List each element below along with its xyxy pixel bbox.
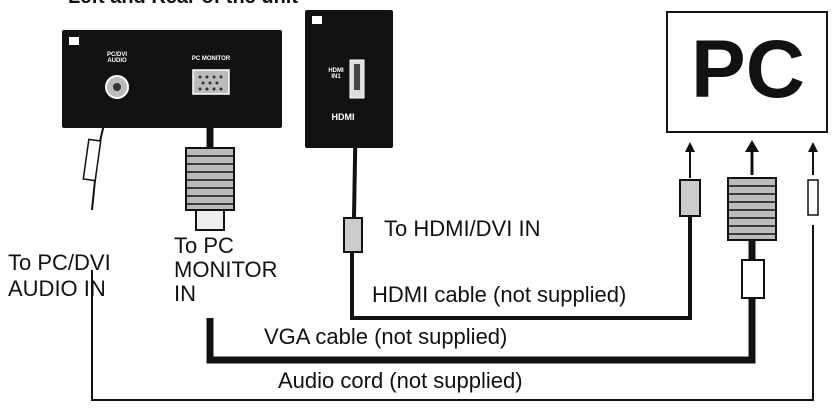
left-panel — [62, 30, 282, 128]
to-pc-dvi-audio-in-label: To PC/DVI AUDIO IN — [8, 250, 111, 302]
vga-cable — [185, 100, 777, 364]
to-pc-monitor-in-label: To PC MONITOR IN — [174, 234, 277, 306]
left-panel-badge — [69, 37, 79, 45]
vga-cable-label: VGA cable (not supplied) — [264, 324, 508, 349]
label-line: To PC/DVI — [8, 250, 111, 275]
label-line: IN — [174, 281, 196, 306]
to-hdmi-dvi-in-label: To HDMI/DVI IN — [384, 216, 541, 241]
rear-panel-badge — [312, 16, 322, 24]
pc-dvi-audio-port-label: PC/DVI AUDIO — [106, 52, 127, 64]
rear-panel — [305, 10, 393, 148]
audio-cord — [82, 97, 819, 401]
hdmi-cable-label: HDMI cable (not supplied) — [372, 282, 627, 307]
hdmi-port-label: HDMI IN1 — [328, 68, 344, 80]
label-line: To PC — [174, 233, 234, 258]
pc-box — [666, 11, 828, 133]
pc-monitor-port-label: PC MONITOR — [191, 56, 231, 62]
label-line: AUDIO IN — [8, 276, 106, 301]
hdmi-cable — [343, 99, 701, 320]
diagram-title: Left and Rear of the unit — [68, 0, 298, 9]
hdmi-logo: HDMI — [331, 112, 355, 122]
label-line: MONITOR — [174, 257, 278, 282]
pc-label: PC — [691, 24, 805, 115]
audio-cord-label: Audio cord (not supplied) — [278, 368, 523, 393]
